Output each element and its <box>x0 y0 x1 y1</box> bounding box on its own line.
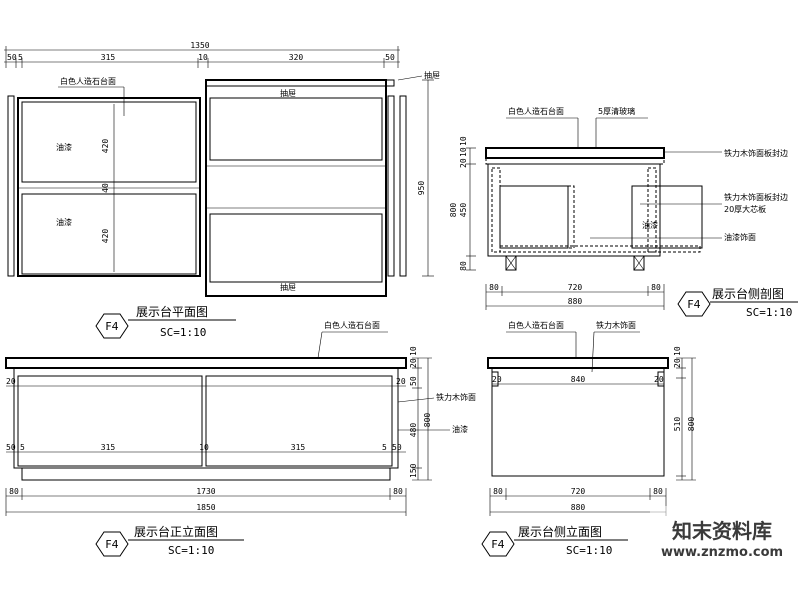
side-scale: SC=1:10 <box>566 544 612 557</box>
side-view: 白色人造石台面 铁力木饰面 20 840 20 10 20 510 800 <box>481 320 696 557</box>
side-dim-right-4: 800 <box>687 417 696 432</box>
plan-dim-total: 1350 <box>190 41 209 50</box>
plan-label-drawer-b: 抽屉 <box>280 282 296 292</box>
front-dim-upper-2: 20 <box>396 377 406 386</box>
plan-dim-top-6: 50 <box>385 53 395 62</box>
front-dim-right-3: 50 <box>409 376 418 386</box>
plan-note-top-right: 抽屉 <box>424 70 440 80</box>
section-tag-hexagon <box>677 291 711 317</box>
front-dim-mid-6: 5 <box>382 443 387 452</box>
side-dim-right-3: 510 <box>673 417 682 432</box>
section-note-r3: 20厚大芯板 <box>724 204 766 214</box>
section-note-top-b: 5厚清玻璃 <box>598 106 635 116</box>
front-dim-mid-7: 50 <box>392 443 402 452</box>
section-note-r4: 油漆饰面 <box>724 232 756 242</box>
section-view: 白色人造石台面 5厚清玻璃 油漆 铁力木饰面板封边 铁力木饰面板封边 20厚大芯… <box>449 106 798 319</box>
plan-dim-top-2: 5 <box>18 53 23 62</box>
watermark-url: www.znzmo.com <box>661 545 783 560</box>
plan-dim-top-4: 10 <box>198 53 208 62</box>
front-dim-bottom-2: 1730 <box>196 487 215 496</box>
front-view: 白色人造石台面 20 20 50 5 315 10 315 5 50 铁力木饰面… <box>5 320 476 557</box>
plan-label-drawer-a: 抽屉 <box>280 88 296 98</box>
plan-tag: F4 <box>105 320 118 333</box>
section-dim-left-6: 80 <box>459 261 468 271</box>
plan-note-top-left: 白色人造石台面 <box>60 76 116 86</box>
front-note-top: 白色人造石台面 <box>324 320 380 330</box>
side-dim-right-2: 20 <box>673 358 682 368</box>
plan-dim-right: 950 <box>417 181 426 196</box>
section-note-top-a: 白色人造石台面 <box>508 106 564 116</box>
side-dim-total: 880 <box>571 503 586 512</box>
front-scale: SC=1:10 <box>168 544 214 557</box>
front-dim-right-6: 150 <box>409 463 418 478</box>
side-tag: F4 <box>491 538 504 551</box>
front-dim-upper-1: 20 <box>6 377 16 386</box>
side-title: 展示台侧立面图 <box>518 524 602 539</box>
section-dim-left-2: 10 <box>459 147 468 157</box>
plan-tag-hexagon <box>95 313 129 339</box>
side-dim-bottom-1: 80 <box>493 487 503 496</box>
section-tag: F4 <box>687 298 700 311</box>
side-dim-right-1: 10 <box>673 346 682 356</box>
side-dim-upper-3: 20 <box>654 375 664 384</box>
section-title: 展示台侧剖图 <box>712 286 784 301</box>
section-dim-left-5: 800 <box>449 203 458 218</box>
front-title: 展示台正立面图 <box>134 524 218 539</box>
section-dim-left-1: 10 <box>459 136 468 146</box>
front-tag: F4 <box>105 538 118 551</box>
front-note-right-a: 铁力木饰面 <box>436 392 476 402</box>
section-dim-bottom-3: 80 <box>651 283 661 292</box>
section-label-inner: 油漆 <box>642 220 658 230</box>
plan-dim-left-1: 420 <box>101 139 110 154</box>
side-note-b: 铁力木饰面 <box>596 320 636 330</box>
section-dim-bottom-1: 80 <box>489 283 499 292</box>
plan-dim-top-1: 50 <box>7 53 17 62</box>
plan-dim-left-2: 40 <box>101 183 110 193</box>
side-tag-hexagon <box>481 531 515 557</box>
front-dim-right-4: 480 <box>409 423 418 438</box>
front-dim-total: 1850 <box>196 503 215 512</box>
plan-dim-left-3: 420 <box>101 229 110 244</box>
section-note-r2: 铁力木饰面板封边 <box>724 192 788 202</box>
plan-title: 展示台平面图 <box>136 304 208 319</box>
section-dim-left-4: 450 <box>459 203 468 218</box>
front-dim-bottom-3: 80 <box>393 487 403 496</box>
front-note-right-b: 油漆 <box>452 424 468 434</box>
side-dim-bottom-2: 720 <box>571 487 586 496</box>
side-note-a: 白色人造石台面 <box>508 320 564 330</box>
front-dim-mid-2: 5 <box>20 443 25 452</box>
section-dim-total: 880 <box>568 297 583 306</box>
plan-view: 1350 50 5 315 10 320 50 白色人造石台面 油漆 油漆 42… <box>4 41 440 339</box>
front-dim-right-2: 20 <box>409 358 418 368</box>
plan-scale: SC=1:10 <box>160 326 206 339</box>
plan-label-hole-b: 油漆 <box>56 217 72 227</box>
front-dim-right-5: 800 <box>423 413 432 428</box>
front-dim-mid-1: 50 <box>6 443 16 452</box>
section-dim-left-3: 20 <box>459 158 468 168</box>
front-dim-right-1: 10 <box>409 346 418 356</box>
side-dim-upper-1: 20 <box>492 375 502 384</box>
watermark: 知末资料库 www.znzmo.com <box>650 506 796 562</box>
section-scale: SC=1:10 <box>746 306 792 319</box>
front-dim-bottom-1: 80 <box>9 487 19 496</box>
front-dim-mid-3: 315 <box>101 443 116 452</box>
plan-dim-top-3: 315 <box>101 53 116 62</box>
front-tag-hexagon <box>95 531 129 557</box>
watermark-text: 知末资料库 <box>672 519 772 543</box>
plan-dim-top-5: 320 <box>289 53 304 62</box>
plan-label-hole-a: 油漆 <box>56 142 72 152</box>
section-note-r1: 铁力木饰面板封边 <box>724 148 788 158</box>
front-dim-mid-4: 10 <box>199 443 209 452</box>
side-dim-upper-2: 840 <box>571 375 586 384</box>
side-dim-bottom-3: 80 <box>653 487 663 496</box>
front-dim-mid-5: 315 <box>291 443 306 452</box>
section-dim-bottom-2: 720 <box>568 283 583 292</box>
